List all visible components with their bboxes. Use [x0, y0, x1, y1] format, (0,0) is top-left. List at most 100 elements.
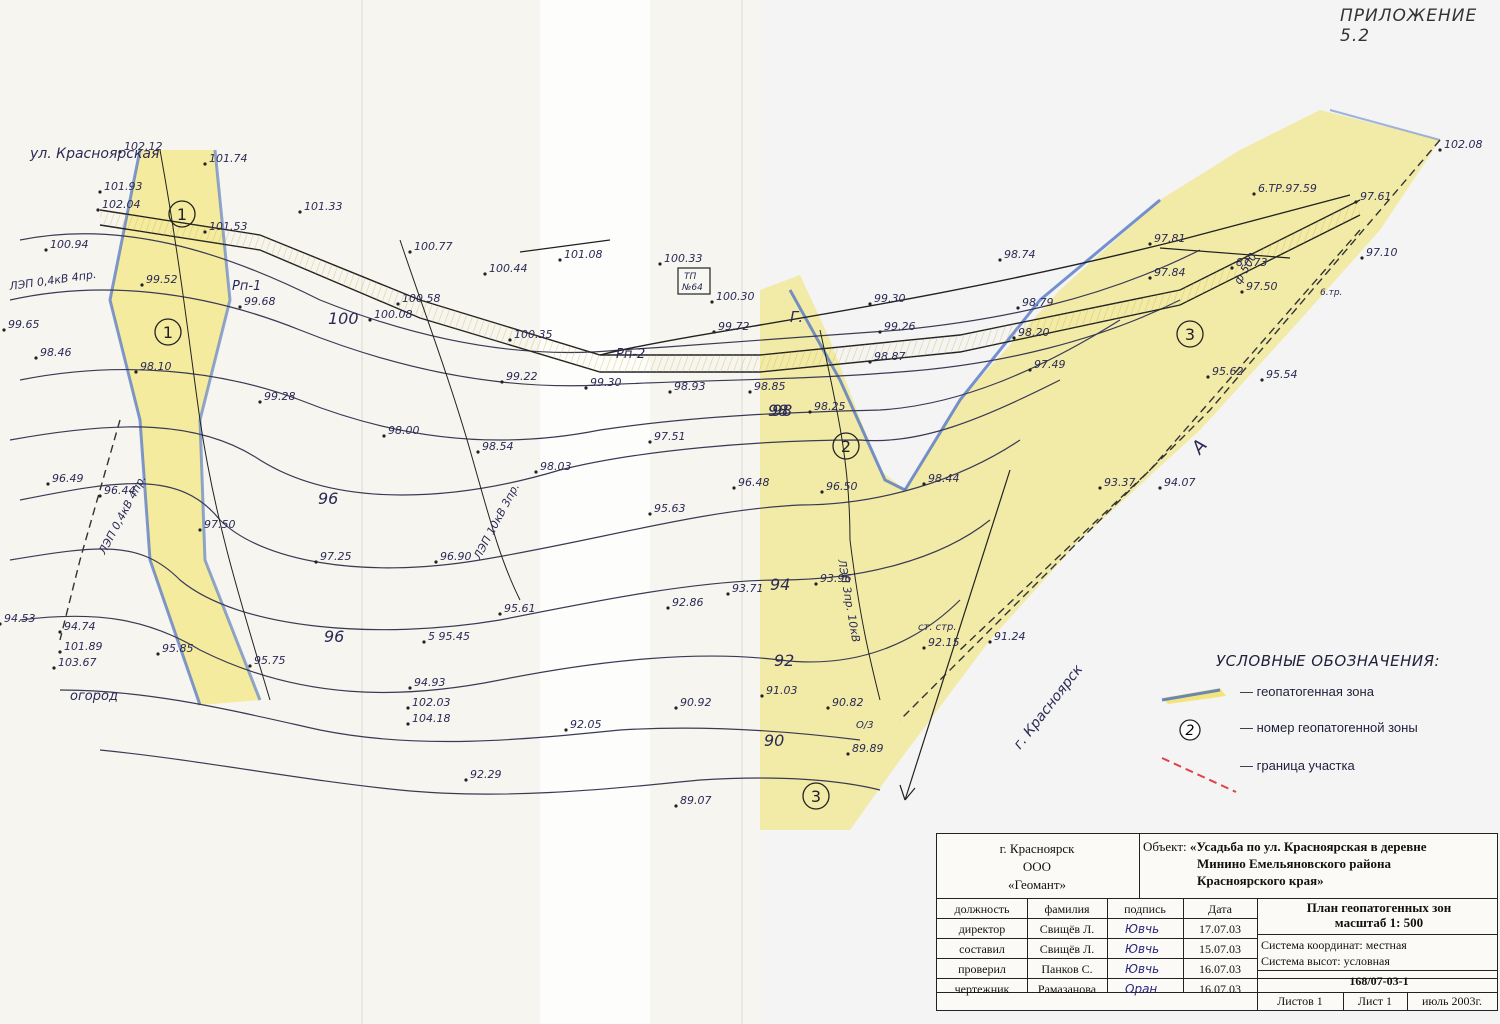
contour-value-label: 96	[318, 489, 338, 508]
spot-height-label: 96.48	[738, 476, 770, 489]
zone-number-circle	[832, 432, 860, 460]
substation-box	[677, 267, 711, 295]
spot-height-marker	[408, 686, 412, 690]
spot-height-label: 97.10	[1366, 246, 1398, 259]
spot-height-marker	[922, 482, 926, 486]
spot-height-marker	[648, 440, 652, 444]
spot-height-label: 100.08	[374, 308, 413, 321]
spot-height-label: 89.89	[852, 742, 884, 755]
spot-height-marker	[1148, 276, 1152, 280]
appendix-label: ПРИЛОЖЕНИЕ 5.2	[1340, 6, 1478, 46]
spot-height-marker	[732, 486, 736, 490]
spot-height-marker	[726, 592, 730, 596]
spot-height-marker	[434, 560, 438, 564]
spot-height-marker	[0, 622, 2, 626]
road-slope-hatching	[100, 200, 1360, 372]
spot-height-marker	[508, 338, 512, 342]
geo-zone-3-edge	[1329, 109, 1441, 141]
garden-label: огород	[70, 689, 118, 704]
spot-height-marker	[846, 752, 850, 756]
spot-height-label: 102.03	[412, 696, 451, 709]
spot-height-marker	[658, 262, 662, 266]
staff-date: 15.07.03	[1199, 942, 1241, 956]
spot-height-marker	[666, 606, 670, 610]
staff-surname: Панков С.	[1041, 962, 1093, 976]
staff-surname: Свищёв Л.	[1039, 942, 1095, 956]
spot-height-label: 92.15	[928, 636, 960, 649]
spot-height-marker	[464, 778, 468, 782]
spot-height-marker	[820, 490, 824, 494]
contour-value-label: 90	[764, 731, 784, 750]
spot-height-marker	[710, 300, 714, 304]
direction-arrows	[519, 239, 1291, 801]
spot-height-marker	[118, 150, 122, 154]
spot-height-marker	[34, 356, 38, 360]
contour-value-label: 96	[324, 627, 344, 646]
org-type: ООО	[1022, 859, 1052, 874]
legend-item-zone: — геопатогенная зона	[1160, 682, 1480, 706]
spot-height-marker	[382, 434, 386, 438]
spot-height-label: 102.04	[102, 198, 141, 211]
spot-height-label: 101.53	[209, 220, 248, 233]
spot-height-marker	[46, 482, 50, 486]
spot-height-marker	[922, 646, 926, 650]
spot-height-label: 102.12	[124, 140, 163, 153]
spot-height-marker	[826, 706, 830, 710]
legend-item-number: 2 — номер геопатогенной зоны	[1160, 718, 1480, 742]
spot-height-label: 96.90	[440, 550, 472, 563]
header-surname: фамилия	[1044, 902, 1090, 916]
spot-height-marker	[1158, 486, 1162, 490]
spot-height-marker	[258, 400, 262, 404]
zone-number-circle	[1176, 320, 1204, 348]
spot-height-label: 101.08	[564, 248, 603, 261]
contour-value-label: 98	[772, 401, 792, 420]
spot-height-marker	[1240, 290, 1244, 294]
zone-number-marker: 2	[832, 432, 860, 460]
spot-height-marker	[98, 190, 102, 194]
sheet-number: Лист 1	[1357, 994, 1393, 1008]
header-signature: подпись	[1124, 902, 1166, 916]
zone-number-text: 3	[1185, 325, 1195, 344]
spot-height-marker	[498, 612, 502, 616]
spot-height-marker	[558, 258, 562, 262]
spot-height-label: 98.54	[482, 440, 514, 453]
zone-number-marker: 3	[802, 782, 830, 810]
spot-height-label: 96.49	[52, 472, 84, 485]
spot-height-marker	[238, 305, 242, 309]
spot-height-label: 99.68	[244, 295, 276, 308]
spot-height-marker	[1252, 192, 1256, 196]
site-boundary-lines	[59, 139, 1441, 721]
spot-height-label: 96.44	[104, 484, 136, 497]
spot-height-marker	[396, 302, 400, 306]
staff-position: составил	[959, 942, 1005, 956]
spot-height-marker	[476, 450, 480, 454]
spot-height-marker	[868, 302, 872, 306]
org-name: «Геомант»	[1007, 877, 1067, 892]
spot-height-label: 89.07	[680, 794, 712, 807]
staff-date: 16.07.03	[1199, 982, 1241, 996]
geo-zone-1-edge	[108, 149, 202, 706]
boundary-swatch	[1161, 757, 1237, 793]
spot-height-marker	[500, 380, 504, 384]
spot-height-marker	[534, 470, 538, 474]
spot-height-marker	[868, 360, 872, 364]
spot-height-marker	[248, 664, 252, 668]
rp1-label: Рп-1	[232, 279, 261, 294]
spot-height-label: 97.49	[1034, 358, 1066, 371]
spot-height-marker	[483, 272, 487, 276]
spot-height-label: 99.26	[884, 320, 916, 333]
staff-position: проверил	[958, 962, 1006, 976]
plan-title-line-1: План геопатогенных зон	[1306, 900, 1452, 915]
spot-height-marker	[58, 650, 62, 654]
spot-height-label: 98.74	[1004, 248, 1036, 261]
spot-height-label: 87.73	[1236, 256, 1268, 269]
object-value-line-3: Красноярского края»	[1197, 873, 1324, 888]
legend-label: — номер геопатогенной зоны	[1240, 720, 1418, 735]
spot-height-label: 101.33	[304, 200, 343, 213]
legend-zone-number: 2	[1186, 723, 1195, 739]
object-value-line-2: Минино Емельяновского района	[1197, 856, 1391, 871]
spot-height-label: 97.25	[320, 550, 352, 563]
spot-height-label: 98.85	[754, 380, 786, 393]
